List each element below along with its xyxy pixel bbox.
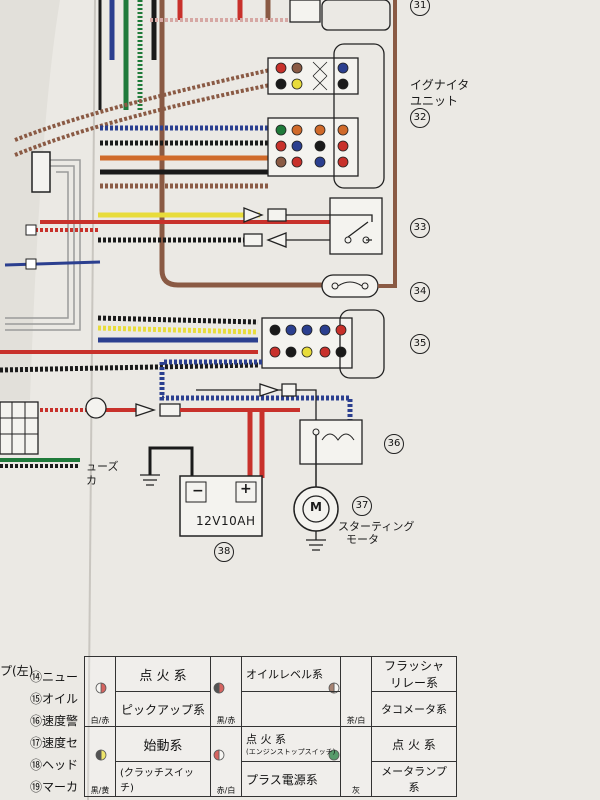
fuse-label-1: ューズ	[86, 460, 119, 473]
starter-label-2: モータ	[346, 533, 379, 546]
legend-cell: 点 火 系	[115, 656, 211, 692]
legend-cell: メータランプ系	[371, 761, 457, 797]
left-index-row: ⑮オイル	[30, 692, 79, 706]
legend-cell: タコメータ系	[371, 691, 457, 727]
legend-dot-cell: 白/赤	[84, 656, 116, 727]
ref-number-31: 31	[410, 0, 430, 16]
legend-cell: プラス電源系	[241, 761, 341, 797]
left-harness	[5, 151, 81, 331]
connector-31	[289, 0, 391, 31]
wire-brown-dotted-1	[14, 68, 271, 142]
legend-row: 白/赤 点 火 系 黒/赤 オイルレベル系 茶/白 フラッシャリレー系	[84, 656, 457, 727]
left-index-row: ⑱ヘッド	[30, 758, 79, 772]
connector-left-1	[25, 224, 37, 236]
starter-motor	[293, 486, 339, 551]
legend-dot-cell: 灰	[340, 726, 372, 797]
page-curve-shadow	[0, 0, 60, 400]
starter-label-1: スターティング	[338, 520, 415, 533]
igniter-label-1: イグナイタ	[410, 78, 470, 92]
ref-number-32: 32	[410, 108, 430, 128]
legend-cell	[241, 691, 341, 727]
legend-cell: フラッシャリレー系	[371, 656, 457, 692]
battery-label: 12V10AH	[196, 514, 256, 528]
fuse-34	[320, 0, 397, 298]
left-connector-block	[0, 401, 80, 468]
left-index-row: ⑯速度警	[30, 714, 79, 728]
legend-dot-cell: 赤/白	[210, 726, 242, 797]
left-index-row: ⑭ニュー	[30, 670, 79, 684]
ref-number-37: 37	[352, 496, 372, 516]
left-index-row: ⑲マーカ	[30, 780, 79, 794]
legend-cell: (クラッチスイッチ)	[115, 761, 211, 797]
ref-number-35: 35	[410, 334, 430, 354]
wire-brown-dotted-2	[14, 83, 271, 157]
legend-row: (クラッチスイッチ) プラス電源系 メータランプ系	[85, 761, 457, 797]
legend-cell: 始動系	[115, 726, 211, 762]
legend-row: 黒/黄 始動系 赤/白 点 火 系(エンジンストップスイッチ) 灰 点 火 系	[84, 726, 457, 797]
left-index-prefix: プ(左)	[0, 664, 34, 678]
legend-cell: ピックアップ系	[115, 691, 211, 727]
legend-dot-cell: 黒/赤	[210, 656, 242, 727]
legend-cell: 点 火 系	[371, 726, 457, 762]
motor-symbol: M	[310, 500, 322, 514]
starter-relay	[299, 419, 363, 490]
battery	[140, 446, 263, 537]
switch-33	[243, 197, 383, 255]
legend-dot-cell: 茶/白	[340, 656, 372, 727]
fuse-label-2: カ	[86, 474, 97, 487]
legend-row: ピックアップ系 タコメータ系	[85, 691, 457, 727]
legend-cell: 点 火 系(エンジンストップスイッチ)	[241, 726, 341, 762]
wire-relay-out	[296, 389, 317, 425]
wire-blue-left	[4, 260, 101, 267]
left-index-row: ⑰速度セ	[30, 736, 79, 750]
relay-connector	[259, 383, 297, 397]
ref-number-33: 33	[410, 218, 430, 238]
legend-dot-cell: 黒/黄	[84, 726, 116, 797]
color-legend-table: 白/赤 点 火 系 黒/赤 オイルレベル系 茶/白 フラッシャリレー系 ピックア…	[84, 656, 457, 797]
igniter-connector	[267, 43, 385, 189]
ref-number-34: 34	[410, 282, 430, 302]
battery-minus: −	[192, 483, 204, 499]
ref-number-36: 36	[384, 434, 404, 454]
wire-blue-relay	[159, 359, 353, 425]
fuse-connector	[135, 403, 181, 417]
battery-plus: +	[240, 481, 252, 497]
igniter-label-2: ユニット	[410, 94, 459, 108]
legend-cell: オイルレベル系	[241, 656, 341, 692]
ref-number-38: 38	[214, 542, 234, 562]
connector-left-2	[25, 258, 37, 270]
connector-35	[0, 309, 385, 379]
top-wires	[98, 0, 330, 288]
fuse-holder	[85, 397, 107, 419]
